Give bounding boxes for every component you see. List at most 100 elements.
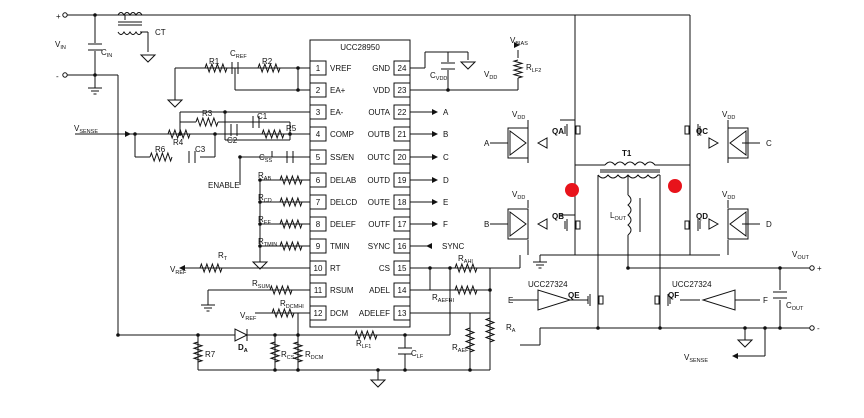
pin-number-3: 3 [316, 108, 321, 117]
pin-name-ssen: SS/EN [330, 153, 354, 162]
pin-box-18 [393, 194, 411, 210]
pin-box-14 [393, 282, 411, 298]
ground-output [736, 339, 754, 348]
junction-dot [196, 333, 200, 337]
c3-label: C3 [195, 145, 206, 154]
output-arrow-net_e [432, 199, 438, 205]
gate-net-b: B [484, 220, 489, 229]
pin-box-8 [309, 216, 327, 232]
r3-label: R3 [202, 109, 213, 118]
output-net-net_f: F [443, 220, 448, 229]
junction-dot [238, 155, 242, 159]
rcd-resistor [279, 196, 303, 208]
pin-number-6: 6 [316, 176, 321, 185]
pin-name-comp: COMP [330, 130, 354, 139]
marker-dot-left [565, 183, 579, 197]
pin-number-24: 24 [398, 64, 407, 73]
r6-resistor [149, 151, 173, 163]
raefhi-label: RAEFHI [432, 293, 454, 304]
vin-minus-terminal [62, 72, 68, 78]
pin-box-19 [393, 172, 411, 188]
pin-box-15 [393, 260, 411, 276]
gdt-d [729, 211, 747, 237]
qd-label: QD [696, 212, 708, 221]
rcs-resistor [269, 341, 281, 363]
rlf2-label: RLF2 [526, 63, 541, 74]
c1-label: C1 [257, 112, 268, 121]
clf-label: CLF [411, 349, 424, 360]
diode-b [536, 218, 548, 230]
rbef-label: RAEF [452, 343, 469, 354]
junction-dot [446, 88, 450, 92]
cref-label: CREF [230, 49, 247, 60]
rt-label: RT [218, 251, 228, 262]
vin-minus-sign: - [56, 72, 59, 81]
pin-box-3 [309, 104, 327, 120]
cin-label: CIN [101, 48, 112, 59]
rlf1-label: RLF1 [356, 339, 371, 350]
pin-box-5 [309, 149, 327, 165]
qf-mosfet [654, 295, 660, 305]
junction-dot [258, 244, 262, 248]
pin-box-6 [309, 172, 327, 188]
junction-dot [258, 200, 262, 204]
cvdd-label: CVDD [430, 71, 447, 82]
pin-name-ea: EA- [330, 108, 344, 117]
pin-name-outb: OUTB [368, 130, 390, 139]
driver-net-f: F [763, 296, 768, 305]
vin-plus-terminal [62, 12, 68, 18]
rt-resistor [199, 262, 223, 274]
output-arrow-net_d [432, 177, 438, 183]
r2-label: R2 [262, 57, 273, 66]
junction-dot [403, 368, 407, 372]
pin-box-12 [309, 305, 327, 321]
rdcm-resistor [292, 341, 304, 363]
c2-label: C2 [227, 136, 238, 145]
pin-name-outa: OUTA [368, 108, 390, 117]
junction-dot [296, 66, 300, 70]
pin-number-12: 12 [314, 309, 323, 318]
pin-name-rt: RT [330, 264, 341, 273]
junction-dot [288, 132, 292, 136]
vsense-label: VSENSE [74, 124, 98, 135]
vref-label-rt: VREF [170, 265, 187, 276]
pin-name-adelef: ADELEF [359, 309, 390, 318]
pin-box-11 [309, 282, 327, 298]
output-arrow-net_f [432, 221, 438, 227]
pin-box-9 [309, 238, 327, 254]
pin-number-22: 22 [398, 108, 407, 117]
ucc-driver-e [537, 289, 572, 311]
output-arrow-net_c [432, 154, 438, 160]
qe-label: QE [568, 291, 580, 300]
output-arrow-net_b [432, 131, 438, 137]
pin-number-14: 14 [398, 286, 407, 295]
marker-dot-right [668, 179, 682, 193]
sync-arrow [426, 243, 432, 249]
output-net-net_b: B [443, 130, 448, 139]
qf-label: QF [668, 291, 679, 300]
cout-label: COUT [786, 301, 804, 312]
rtmin-resistor [279, 240, 303, 252]
pin-number-18: 18 [398, 198, 407, 207]
vsense-out-arrow [732, 353, 738, 359]
vin-plus-sign: + [56, 12, 61, 21]
junction-dot [376, 368, 380, 372]
pin-box-7 [309, 194, 327, 210]
da-label: DA [238, 343, 248, 354]
vdd-label-d: VDD [722, 190, 735, 201]
output-arrow-net_a [432, 109, 438, 115]
pin-number-8: 8 [316, 220, 321, 229]
pin-box-24 [393, 60, 411, 76]
vout-label: VOUT [792, 250, 810, 261]
junction-dot [133, 132, 137, 136]
gdt-c [727, 127, 749, 159]
junction-dot [178, 132, 182, 136]
qa-mosfet [575, 125, 581, 135]
pin-number-11: 11 [314, 286, 323, 295]
diode-c [708, 137, 720, 149]
pin-number-2: 2 [316, 86, 321, 95]
pin-name-dcm: DCM [330, 309, 349, 318]
rdcmhi-label: RDCMHI [280, 299, 304, 310]
ra-label: RA [506, 323, 516, 334]
